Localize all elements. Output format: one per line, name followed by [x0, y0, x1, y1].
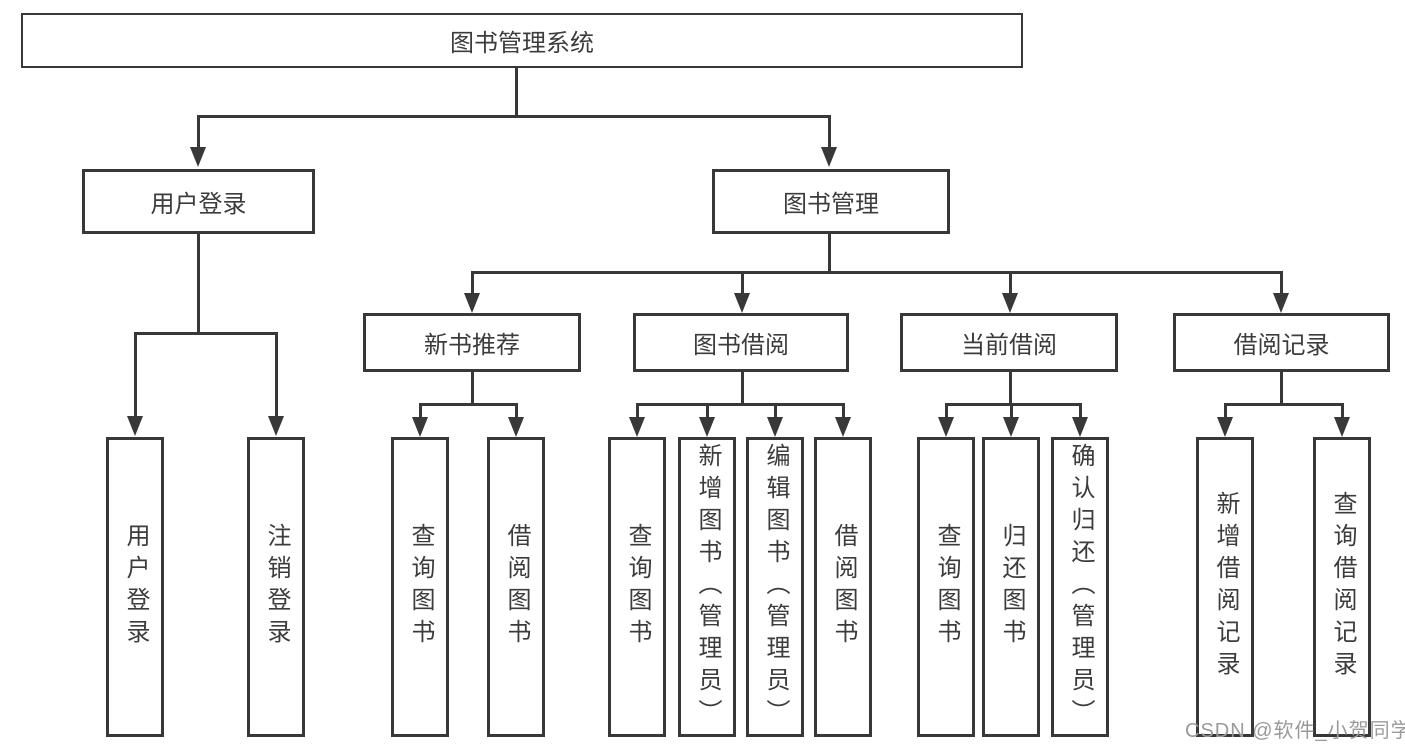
- leaf-borrow-books: 借阅图书: [814, 437, 872, 737]
- connector-line: [774, 403, 777, 419]
- connector-line: [471, 271, 474, 295]
- connector-line: [1341, 403, 1344, 419]
- arrowhead-down: [1072, 417, 1088, 437]
- connector-line: [636, 403, 845, 406]
- node-book-management: 图书管理: [712, 169, 950, 234]
- arrowhead-down: [508, 417, 524, 437]
- leaf-query-books-current: 查询图书: [917, 437, 975, 737]
- connector-line: [828, 232, 831, 274]
- connector-line: [1079, 403, 1082, 419]
- leaf-query-books-borrow: 查询图书: [608, 437, 666, 737]
- leaf-confirm-return-admin: 确认归还（管理员）: [1051, 437, 1109, 737]
- node-borrow-records: 借阅记录: [1173, 313, 1390, 372]
- connector-line: [134, 332, 278, 335]
- node-label: 新书推荐: [424, 332, 520, 359]
- node-current-borrow: 当前借阅: [900, 313, 1118, 372]
- connector-line: [1009, 271, 1012, 295]
- node-label: 查询图书: [624, 523, 651, 651]
- node-label: 注销登录: [263, 523, 290, 651]
- arrowhead-down: [629, 417, 645, 437]
- connector-line: [842, 403, 845, 419]
- arrowhead-down: [821, 147, 837, 167]
- connector-line: [275, 332, 278, 418]
- connector-line: [471, 271, 1283, 274]
- connector-line: [419, 403, 422, 419]
- connector-line: [1280, 370, 1283, 406]
- leaf-borrow-books-recommend: 借阅图书: [487, 437, 545, 737]
- arrowhead-down: [1003, 417, 1019, 437]
- leaf-query-borrow-record: 查询借阅记录: [1313, 437, 1371, 737]
- leaf-query-books-recommend: 查询图书: [391, 437, 449, 737]
- connector-line: [515, 403, 518, 419]
- node-label: 新增图书（管理员）: [694, 443, 721, 731]
- arrowhead-down: [1002, 293, 1018, 313]
- watermark: CSDN @软件_小贺同学: [1185, 720, 1405, 742]
- node-label: 借阅图书: [830, 523, 857, 651]
- node-label: 图书借阅: [693, 332, 789, 359]
- leaf-add-books-admin: 新增图书（管理员）: [678, 437, 736, 737]
- connector-line: [1010, 403, 1013, 419]
- connector-line: [945, 403, 1082, 406]
- leaf-add-borrow-record: 新增借阅记录: [1196, 437, 1254, 737]
- connector-line: [197, 115, 831, 118]
- node-label: 确认归还（管理员）: [1067, 443, 1094, 731]
- node-label: 用户登录: [150, 191, 247, 218]
- node-new-book-recommend: 新书推荐: [363, 313, 581, 372]
- connector-line: [197, 115, 200, 149]
- connector-line: [471, 370, 474, 406]
- arrowhead-down: [835, 417, 851, 437]
- arrowhead-down: [938, 417, 954, 437]
- connector-line: [197, 232, 200, 335]
- node-label: 编辑图书（管理员）: [762, 443, 789, 731]
- node-label: 用户登录: [122, 523, 149, 651]
- arrowhead-down: [190, 147, 206, 167]
- arrowhead-down: [268, 416, 284, 436]
- node-label: 图书管理: [783, 191, 879, 218]
- arrowhead-down: [412, 417, 428, 437]
- node-label: 图书管理系统: [450, 30, 594, 57]
- node-label: 归还图书: [998, 523, 1025, 651]
- node-user-login: 用户登录: [82, 169, 315, 234]
- node-label: 当前借阅: [961, 332, 1057, 359]
- connector-line: [515, 68, 518, 118]
- node-label: 新增借阅记录: [1212, 491, 1239, 683]
- arrowhead-down: [127, 416, 143, 436]
- connector-line: [134, 332, 137, 418]
- connector-line: [945, 403, 948, 419]
- arrowhead-down: [734, 293, 750, 313]
- connector-line: [706, 403, 709, 419]
- leaf-user-login: 用户登录: [106, 437, 164, 737]
- connector-line: [1280, 271, 1283, 295]
- node-label: 查询借阅记录: [1329, 491, 1356, 683]
- connector-line: [419, 403, 518, 406]
- connector-line: [1009, 370, 1012, 406]
- connector-line: [828, 115, 831, 149]
- connector-line: [1224, 403, 1344, 406]
- arrowhead-down: [767, 417, 783, 437]
- node-label: 借阅图书: [503, 523, 530, 651]
- node-label: 查询图书: [933, 523, 960, 651]
- node-label: 查询图书: [407, 523, 434, 651]
- arrowhead-down: [464, 293, 480, 313]
- leaf-return-books: 归还图书: [982, 437, 1040, 737]
- arrowhead-down: [1217, 417, 1233, 437]
- connector-line: [741, 370, 744, 406]
- node-book-borrow: 图书借阅: [633, 313, 849, 372]
- arrowhead-down: [1334, 417, 1350, 437]
- leaf-edit-books-admin: 编辑图书（管理员）: [746, 437, 804, 737]
- arrowhead-down: [1273, 293, 1289, 313]
- connector-line: [636, 403, 639, 419]
- node-label: 借阅记录: [1233, 332, 1330, 359]
- connector-line: [741, 271, 744, 295]
- arrowhead-down: [699, 417, 715, 437]
- connector-line: [1224, 403, 1227, 419]
- node-root-library-system: 图书管理系统: [21, 13, 1023, 68]
- leaf-logout: 注销登录: [247, 437, 305, 737]
